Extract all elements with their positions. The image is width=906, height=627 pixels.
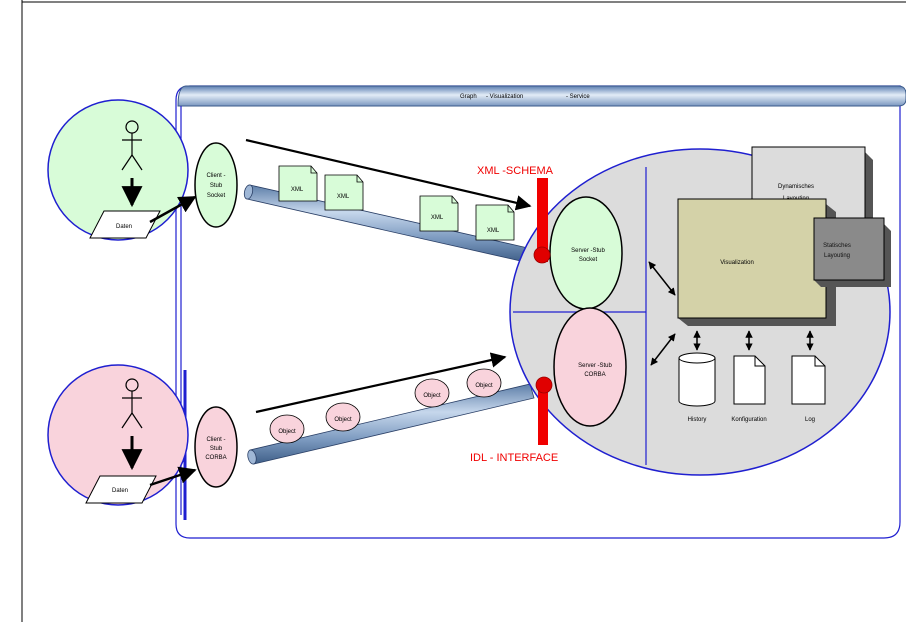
object-bubble-1: Object [270, 415, 304, 443]
object-bubble-3-label: Object [423, 393, 441, 399]
title-word-visualization: - Visualization [486, 94, 523, 100]
visualization-label: Visualization [720, 260, 754, 266]
server-stub-socket-line1: Server -Stub [571, 248, 605, 254]
client-stub-socket-line2: Stub [210, 183, 223, 189]
title-word-service: - Service [566, 94, 590, 100]
data-label-corba: Daten [112, 488, 128, 494]
history-label: History [688, 417, 707, 423]
idl-interface-connector [536, 377, 552, 393]
xml-document-1: XML [279, 166, 317, 201]
xml-document-4-label: XML [487, 228, 500, 234]
visualization-box: Visualization [678, 199, 836, 326]
xml-schema-label: XML -SCHEMA [477, 165, 554, 177]
log-label: Log [805, 417, 815, 423]
xml-schema-connector [534, 247, 550, 263]
client-stub-corba-line3: CORBA [205, 455, 226, 461]
object-bubble-3: Object [415, 379, 449, 407]
xml-document-4: XML [476, 205, 514, 240]
object-bubble-2: Object [326, 403, 360, 431]
history-database-icon [679, 353, 715, 406]
static-layouting-line1: Statisches [823, 243, 851, 249]
object-bubble-1-label: Object [278, 429, 296, 435]
server-stub-corba-line2: CORBA [584, 372, 605, 378]
xml-document-2: XML [325, 175, 363, 210]
dynamic-layouting-line1: Dynamisches [778, 184, 814, 190]
xml-document-3: XML [420, 196, 458, 231]
static-layouting-line2: Layouting [824, 253, 850, 259]
object-bubble-2-label: Object [334, 417, 352, 423]
idl-interface-label: IDL - INTERFACE [470, 452, 558, 464]
client-stub-corba-line1: Client - [206, 437, 225, 443]
title-word-graph: Graph [460, 94, 477, 100]
object-bubble-4: Object [467, 369, 501, 397]
client-stub-socket-line3: Socket [207, 193, 226, 199]
log-document-icon [792, 356, 825, 404]
xml-document-3-label: XML [431, 215, 444, 221]
title-bar [178, 86, 906, 106]
client-stub-socket-line1: Client - [206, 173, 225, 179]
xml-document-1-label: XML [291, 187, 304, 193]
object-bubble-4-label: Object [475, 383, 493, 389]
xml-document-2-label: XML [337, 194, 350, 200]
server-stub-corba-line1: Server -Stub [578, 363, 612, 369]
data-label-socket: Daten [116, 224, 132, 230]
config-label: Konfiguration [731, 417, 766, 423]
client-stub-corba-line2: Stub [210, 446, 223, 452]
config-document-icon [734, 356, 765, 404]
static-layouting-box: Statisches Layouting [814, 218, 891, 287]
server-stub-socket-line2: Socket [579, 257, 598, 263]
